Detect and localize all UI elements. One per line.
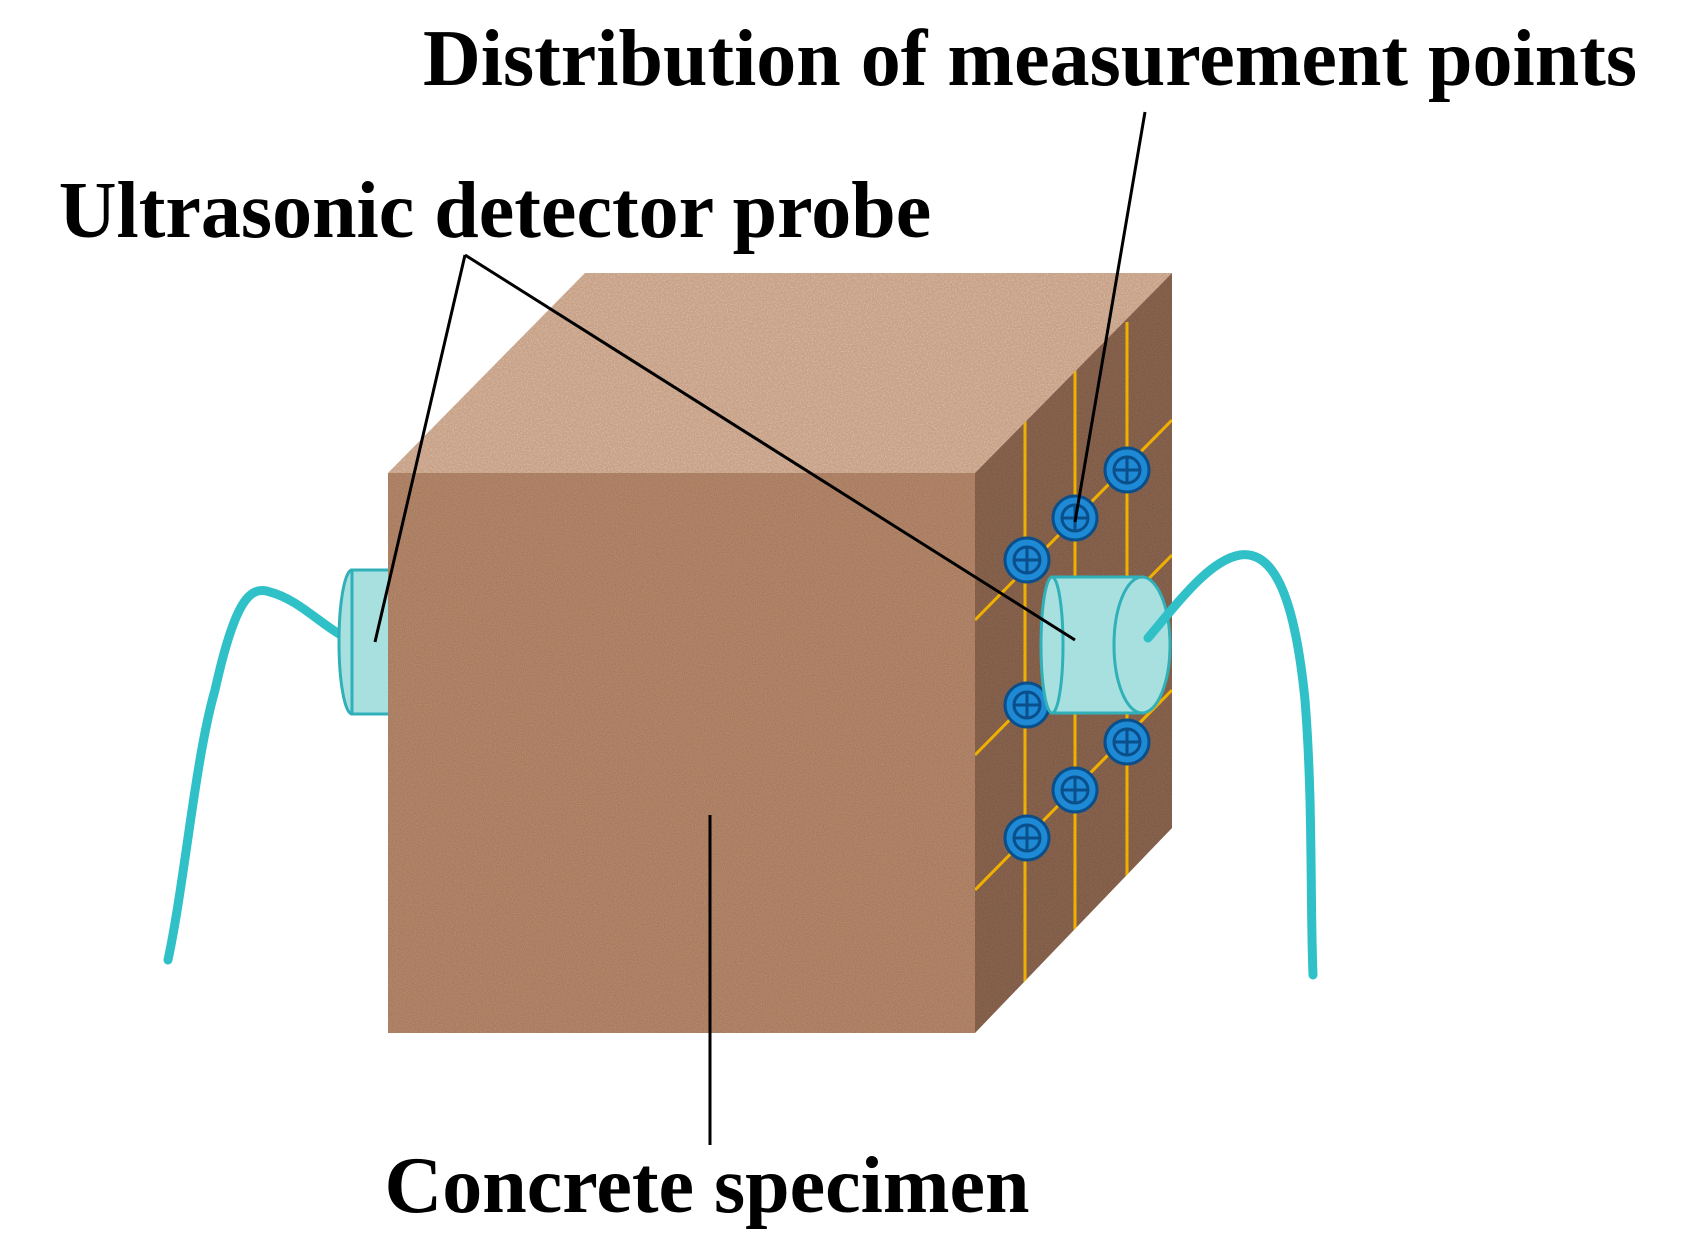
- leader-probe-right: [464, 253, 1076, 642]
- right-probe-cap: [1112, 575, 1172, 715]
- measurement-point-icon: [1003, 814, 1051, 862]
- left-probe-cable: [163, 586, 355, 965]
- measurement-point-icon: [1003, 536, 1051, 584]
- label-concrete-specimen: Concrete specimen: [385, 1142, 1030, 1230]
- label-measurement-points: Distribution of measurement points: [423, 15, 1637, 103]
- right-probe-back-cap: [1039, 575, 1065, 715]
- measurement-point-icon: [1103, 718, 1151, 766]
- concrete-front-face: [388, 473, 975, 1033]
- left-probe-body: [350, 568, 392, 716]
- left-ultrasonic-probe: [337, 568, 392, 716]
- measurement-point-icon: [1103, 446, 1151, 494]
- label-ultrasonic-probe: Ultrasonic detector probe: [59, 167, 931, 255]
- leader-measurement-points: [1073, 111, 1147, 523]
- concrete-top-face: [388, 273, 1172, 473]
- measurement-point-icon: [1051, 766, 1099, 814]
- right-probe-cable: [1143, 550, 1318, 980]
- right-ultrasonic-probe: [1039, 575, 1172, 715]
- leader-lines: [373, 111, 1147, 1145]
- leader-probe-left: [373, 254, 467, 643]
